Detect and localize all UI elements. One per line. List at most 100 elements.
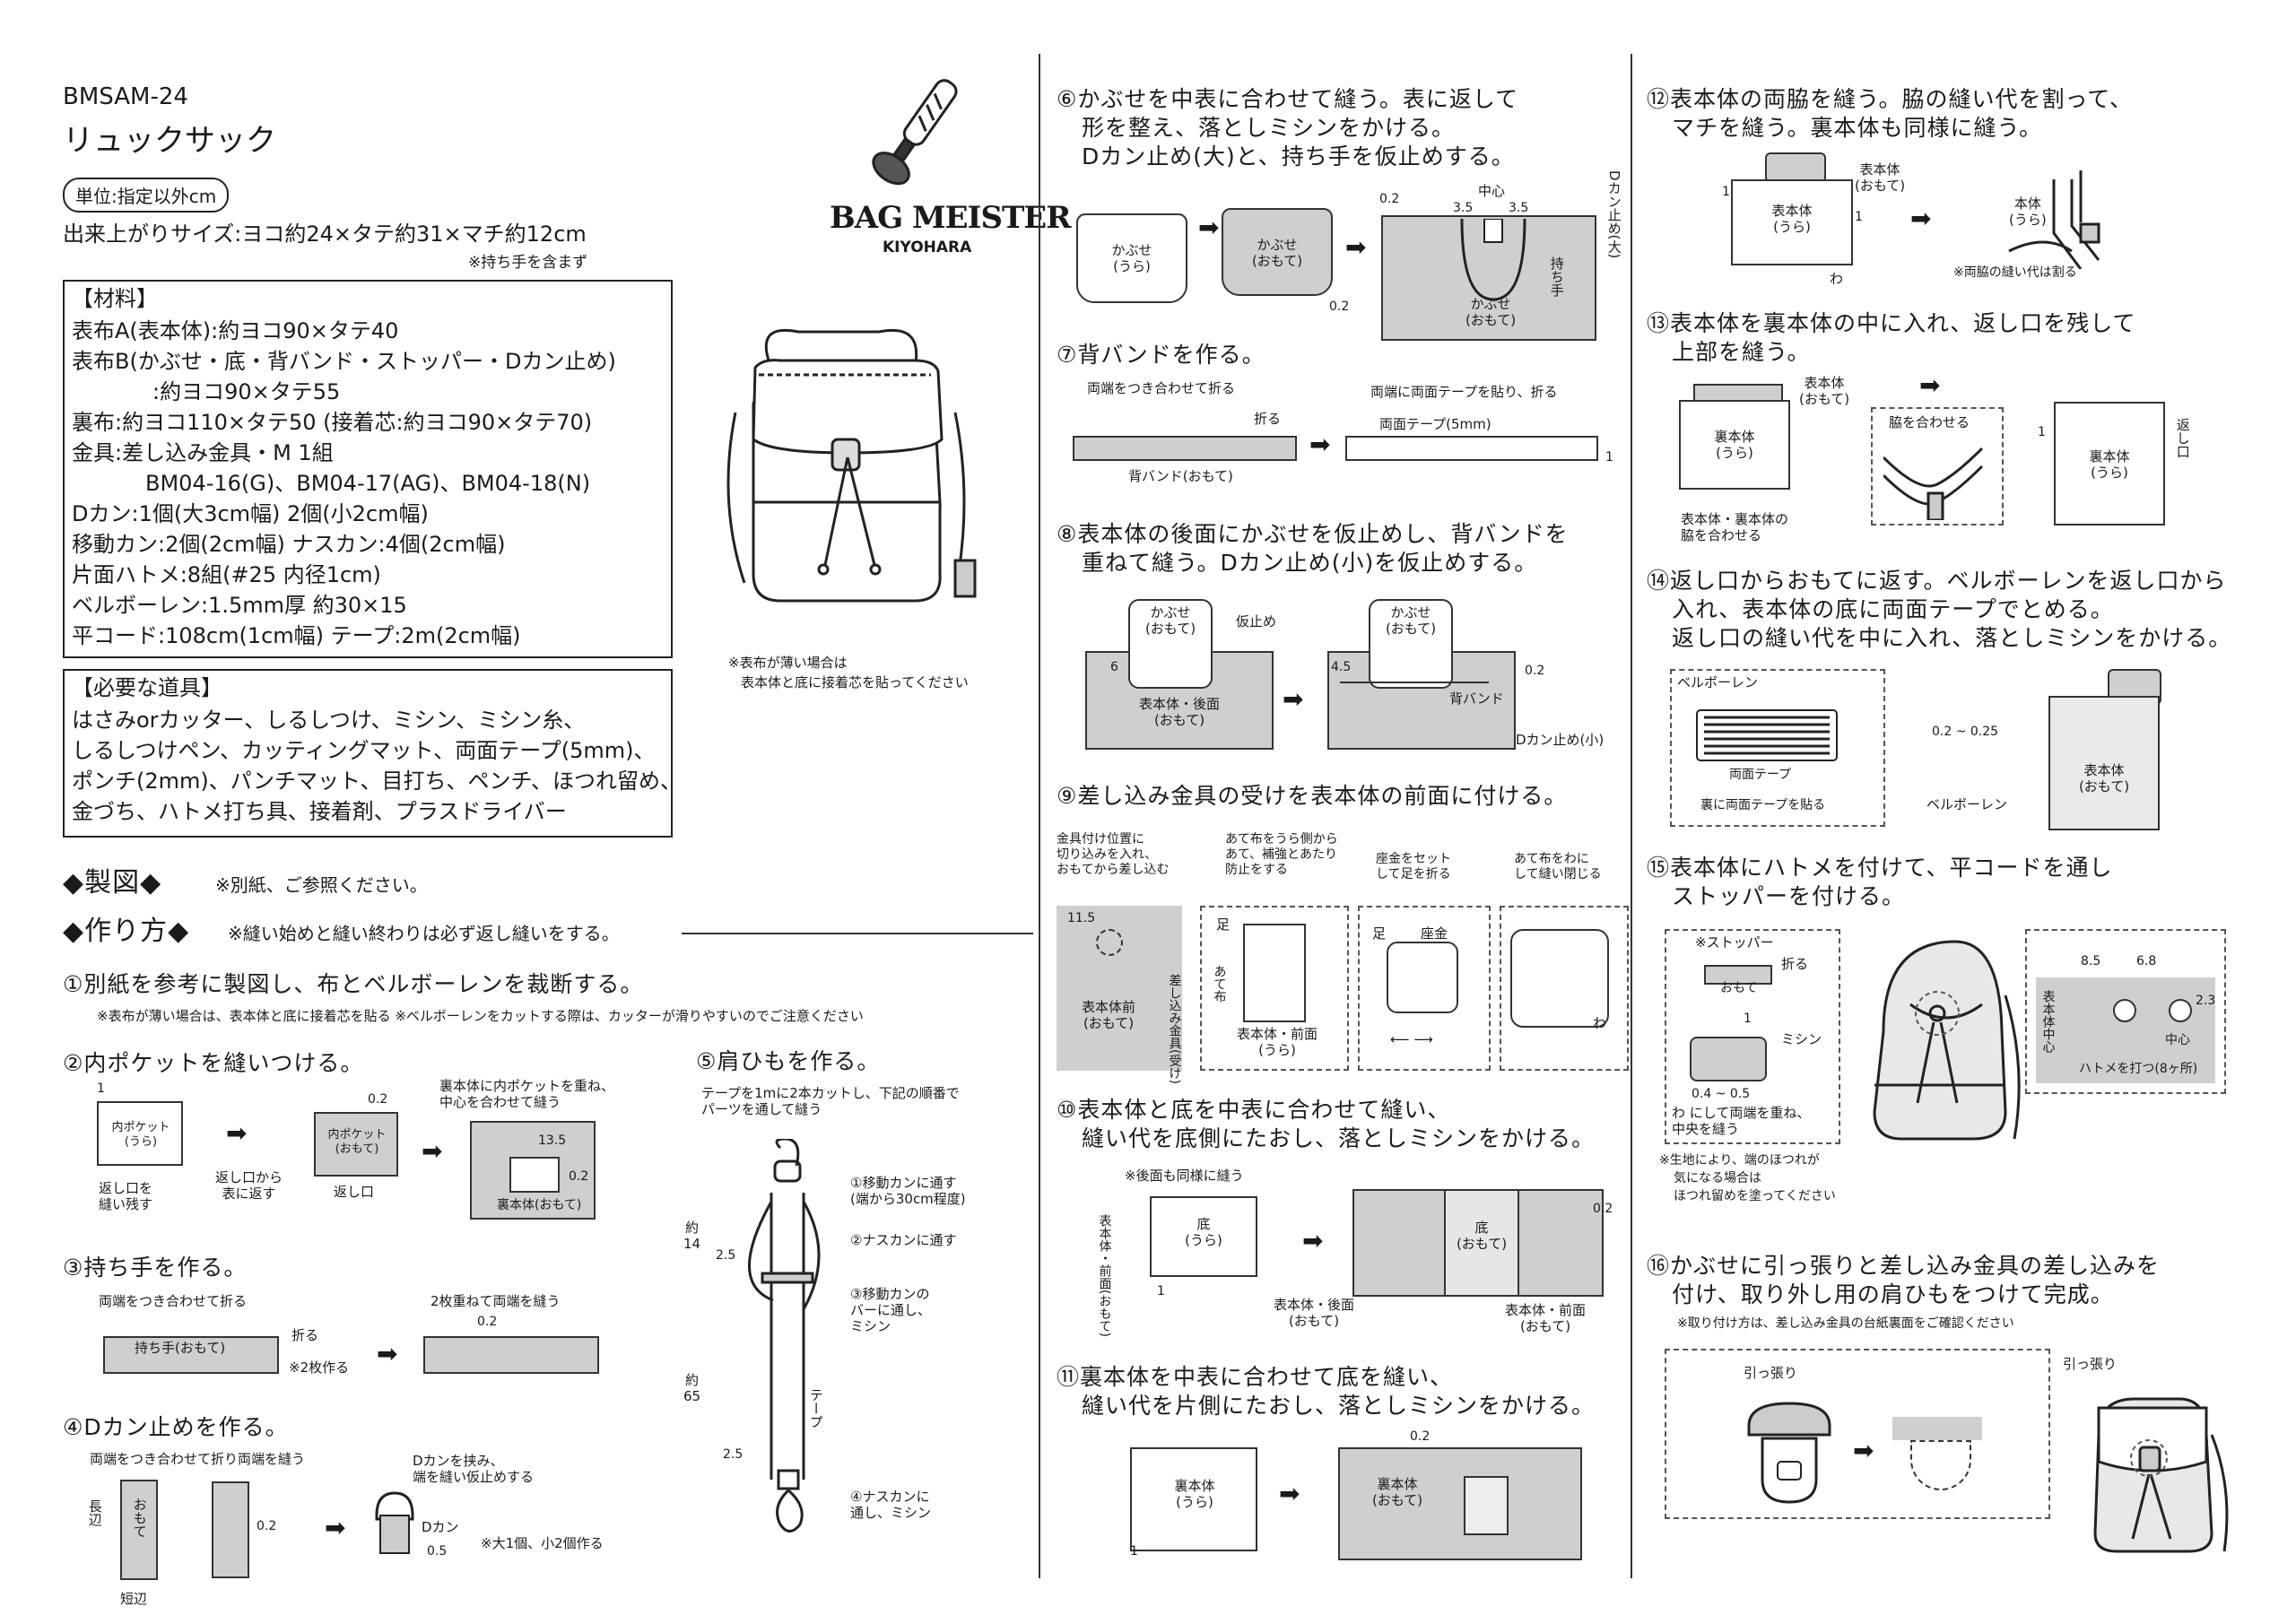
label: Dカン止め(小) — [1516, 732, 1605, 748]
arrow-right-icon: ➡ — [1309, 430, 1331, 459]
method-note: ※縫い始めと縫い終わりは必ず返し縫いをする。 — [228, 923, 620, 944]
label: 底(おもて) — [1456, 1220, 1508, 1252]
tool-item: しるしつけペン、カッティングマット、両面テープ(5mm)、 — [72, 738, 656, 763]
flap-on-body — [1369, 599, 1453, 689]
label: 中心 — [1478, 183, 1506, 199]
measure: 1 — [1855, 210, 1863, 224]
label: 両端をつき合わせて折る — [1087, 380, 1236, 396]
measure: 0.2 — [257, 1519, 277, 1533]
measure: 6 — [1110, 660, 1118, 674]
step-3-title: ③持ち手を作る。 — [63, 1255, 248, 1281]
brand-logo: BAG MEISTER — [830, 200, 1071, 236]
note: ※取り付け方は、差し込み金具の台紙裏面をご確認ください — [1677, 1316, 2014, 1331]
label: Dカンを挟み、端を縫い仮止めする — [413, 1453, 535, 1485]
label: 短辺 — [120, 1591, 148, 1607]
lining-joined — [1338, 1447, 1582, 1560]
material-item: 移動カン:2個(2cm幅) ナスカン:4個(2cm幅) — [72, 532, 506, 557]
side-align-diagram — [1883, 447, 1984, 520]
label: 表本体(うら) — [1771, 203, 1813, 235]
label: 返し口を縫い残す — [99, 1180, 153, 1212]
measure: 8.5 — [2081, 954, 2101, 968]
measure: 6.8 — [2136, 954, 2157, 968]
tools-title: 【必要な道具】 — [72, 675, 222, 700]
caption: 金具付け位置に切り込みを入れ、おもてから差し込む — [1057, 832, 1170, 877]
step-12-title: ⑫表本体の両脇を縫う。脇の縫い代を割って、 — [1647, 86, 2134, 112]
arrow-right-icon: ➡ — [325, 1513, 346, 1542]
measure: 1 — [1744, 1012, 1752, 1026]
tool-item: ポンチ(2mm)、パンチマット、目打ち、ペンチ、ほつれ留め、 — [72, 769, 683, 794]
product-code: BMSAM-24 — [63, 83, 188, 110]
folded-backing — [1510, 929, 1609, 1028]
step-6-title: Dカン止め(大)と、持ち手を仮止めする。 — [1082, 143, 1515, 169]
step-11-title: 縫い代を片側にたおし、落としミシンをかける。 — [1082, 1393, 1596, 1419]
arrow-right-icon: ➡ — [422, 1136, 443, 1166]
label: 表本体・後面(おもて) — [1273, 1297, 1354, 1329]
backpack-cord-illustration — [1873, 940, 2021, 1141]
material-item: 片面ハトメ:8組(#25 内径1cm) — [72, 562, 381, 587]
label: あて布 — [1212, 965, 1227, 1003]
pattern-heading: ◆製図◆ — [63, 867, 162, 899]
stopper-panel — [1665, 929, 1840, 1144]
outer-body-inside — [1731, 179, 1853, 265]
note: ※生地により、端のほつれが — [1659, 1153, 1820, 1168]
label: ※ストッパー — [1695, 934, 1774, 951]
measure: 0.4 ~ 0.5 — [1692, 1087, 1751, 1101]
label: 裏本体(うら) — [1174, 1478, 1215, 1510]
label: 裏本体(うら) — [2089, 448, 2130, 481]
material-item: 表布A(表本体):約ヨコ90×タテ40 — [72, 318, 399, 343]
label: 持ち手 — [1548, 256, 1565, 297]
back-band-strip — [1073, 436, 1297, 461]
step-7-title: ⑦背バンドを作る。 — [1057, 342, 1265, 368]
pocket-on-lining — [509, 1157, 560, 1193]
arrow-right-icon: ➡ — [377, 1339, 398, 1368]
label: 仮止め — [1236, 613, 1277, 630]
step-2-title: ②内ポケットを縫いつける。 — [63, 1050, 364, 1076]
step-8-title: 重ねて縫う。Dカン止め(小)を仮止めする。 — [1082, 550, 1538, 576]
label: 持ち手(おもて) — [135, 1340, 226, 1356]
step-5-title: ⑤肩ひもを作る。 — [696, 1048, 881, 1074]
label: かぶせ(おもて) — [1251, 237, 1303, 269]
label: 表本体(おもて) — [1855, 161, 1906, 194]
d-ring-tab-sewn — [212, 1481, 249, 1578]
measure: 11.5 — [1067, 911, 1096, 925]
measure: 1 — [2038, 425, 2046, 439]
stopper-strip — [1704, 965, 1772, 985]
step-11-title: ⑪裏本体を中表に合わせて底を縫い、 — [1057, 1364, 1454, 1390]
label: 内ポケット(うら) — [111, 1121, 170, 1149]
label: 両面テープ — [1729, 768, 1792, 782]
label: ベルボーレン — [1926, 796, 2008, 812]
label: テープを1mに2本カットし、下記の順番でパーツを通して縫う — [701, 1085, 960, 1117]
label: 表本体(おもて) — [2078, 762, 2130, 795]
assembled-body — [2054, 402, 2165, 525]
stopper-loop — [1690, 1037, 1767, 1081]
material-item: BM04-16(G)、BM04-17(AG)、BM04-18(N) — [145, 471, 591, 496]
label: 裏本体(おもて) — [497, 1198, 582, 1212]
arrow-right-icon: ➡ — [1198, 213, 1220, 242]
measure: 0.2 — [368, 1092, 388, 1107]
label: わ — [1830, 271, 1844, 287]
finished-size: 出来上がりサイズ:ヨコ約24×タテ約31×マチ約12cm — [63, 221, 587, 247]
step-10-title: 縫い代を底側にたおし、落としミシンをかける。 — [1082, 1125, 1596, 1151]
label: 表本体・前面(おもて) — [1097, 1214, 1112, 1337]
handle-sewn — [423, 1336, 599, 1374]
label: 裏本体(うら) — [1714, 429, 1755, 461]
d-ring-tab-strip — [120, 1480, 158, 1580]
grommet-fabric — [2036, 977, 2215, 1083]
label: 両端をつき合わせて折り両端を縫う — [90, 1451, 306, 1467]
arrow-right-icon: ➡ — [1302, 1226, 1324, 1255]
label: ベルボーレン — [1677, 674, 1759, 690]
measure: 2.5 — [723, 1447, 744, 1462]
arrow-right-icon: ➡ — [1919, 370, 1941, 400]
label: 表本体・後面(おもて) — [1138, 696, 1220, 728]
finished-size-note: ※持ち手を含まず — [468, 254, 588, 272]
grommet-icon — [2113, 999, 2136, 1022]
step-14-title: ⑭返し口からおもてに返す。ベルボーレンを返し口から — [1647, 568, 2227, 594]
page-title: リュックサック — [63, 123, 276, 159]
label: 返し口 — [2174, 418, 2191, 458]
grommet-panel — [2025, 929, 2226, 1094]
marker — [1096, 929, 1123, 956]
label: 引っ張り — [1744, 1365, 1798, 1381]
method-heading: ◆作り方◆ — [63, 916, 190, 947]
flap-edge — [1892, 1417, 1982, 1440]
inner-pocket-back — [97, 1101, 183, 1166]
